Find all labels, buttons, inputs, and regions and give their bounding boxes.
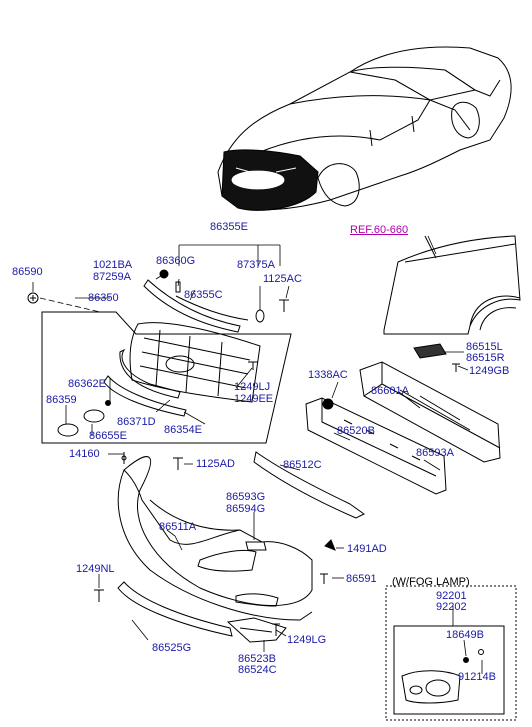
bumper-beam [359,361,501,463]
bumper-strip-86512c [253,451,365,519]
part-86594g-label: 86594G [226,503,266,515]
part-1249nl-label: 1249NL [76,563,115,575]
car-illustration [217,46,512,211]
part-92202-label: 92202 [436,601,467,613]
part-92201-label: 92201 [436,590,467,602]
ref-link[interactable]: REF.60-660 [350,224,409,236]
part-86360g-label: 86360G [156,255,196,267]
part-86601a-label: 86601A [371,385,409,397]
part-18649b-label: 18649B [446,629,484,641]
part-1249gb-label: 1249GB [469,365,510,377]
fog-lamp-inner-box [393,625,505,715]
part-86523b-label: 86523B [238,653,276,665]
lower-strip-86525g [117,581,233,637]
part-86520b-label: 86520B [337,425,375,437]
part-1338ac-label: 1338AC [308,369,348,381]
part-1491ad-label: 1491AD [347,543,387,555]
part-86359-label: 86359 [46,394,77,406]
leader-lines [32,235,483,674]
emblem-86359 [57,423,79,437]
part-86371d-label: 86371D [117,416,156,428]
part-86593a-label: 86593A [416,447,454,459]
part-86350-label: 86350 [88,292,119,304]
part-86512c-label: 86512C [283,459,322,471]
energy-absorber [305,397,447,495]
part-86593g-label: 86593G [226,491,266,503]
part-87259a-label: 87259A [93,271,131,283]
fog-lamp-title: (W/FOG LAMP) [392,576,470,588]
bracket-86515 [413,343,447,359]
part-86354e-label: 86354E [164,424,202,436]
part-86515r-label: 86515R [466,352,505,364]
part-87375a-label: 87375A [237,259,275,271]
garnish-86593g [245,541,267,551]
radiator-grille [129,322,261,403]
grille-assembly-box [41,311,292,444]
lower-garnish-86523b [226,617,287,643]
part-1249ee-label: 1249EE [234,393,274,405]
part-1125ac-label: 1125AC [263,273,302,285]
fender-illustration [383,235,521,335]
fog-lamp-housing [401,670,461,704]
part-86591-label: 86591 [346,573,377,585]
part-86525g-label: 86525G [152,642,192,654]
part-1249lj-label: 1249LJ [234,381,271,393]
part-86355c-label: 86355C [184,289,223,301]
part-86590-label: 86590 [12,266,43,278]
part-1249lg-label: 1249LG [287,634,327,646]
part-86524c-label: 86524C [238,664,277,676]
fog-lamp-box [385,585,517,721]
part-86515l-label: 86515L [466,341,503,353]
part-86511a-label: 86511A [159,521,197,533]
part-1021ba-label: 1021BA [93,259,133,271]
part-86655e-label: 86655E [89,430,127,442]
moulding-86355c [143,279,241,333]
part-91214b-label: 91214B [458,671,496,683]
bumper-cover [117,456,313,621]
part-14160-label: 14160 [69,448,100,460]
part-86362e-label: 86362E [68,378,106,390]
moulding-86354e [103,375,187,417]
part-1125ad-label: 1125AD [196,458,235,470]
part-86355e-label: 86355E [210,221,248,233]
garnish-86371d [119,348,181,399]
